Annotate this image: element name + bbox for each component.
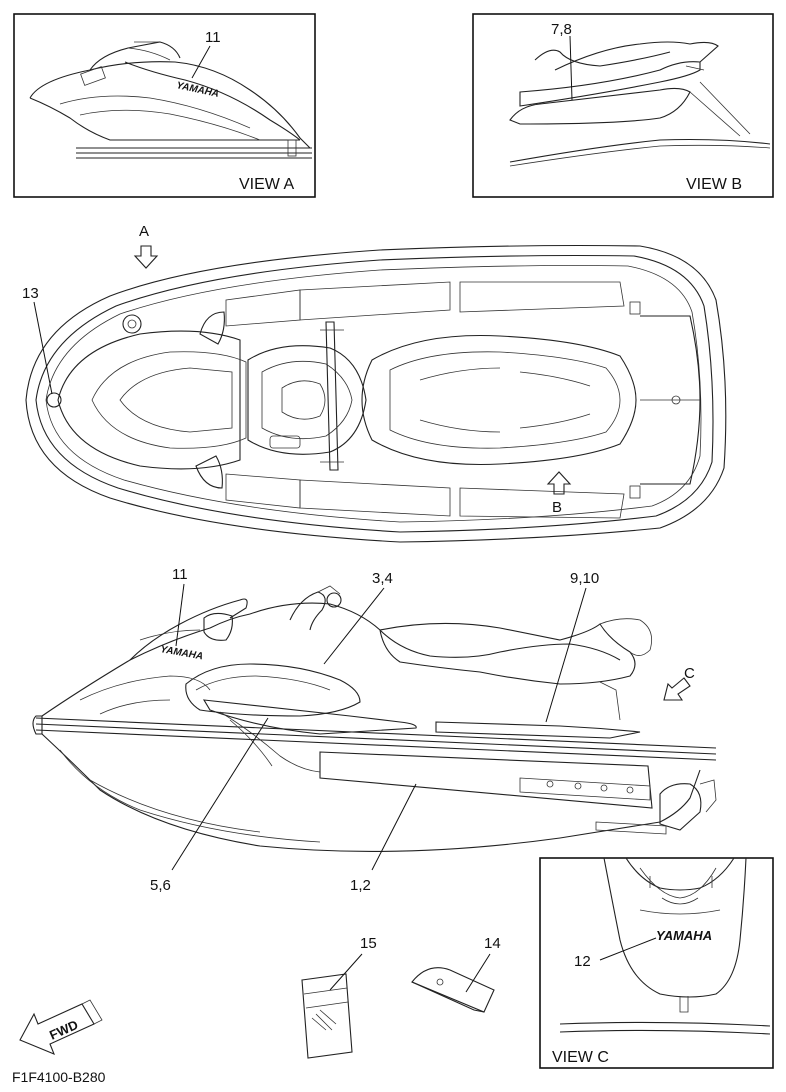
brand-decal-view-a: YAMAHA (175, 80, 220, 100)
fwd-label: FWD (47, 1017, 80, 1043)
view-c-label: VIEW C (552, 1049, 609, 1066)
brand-decal-side-view: YAMAHA (159, 644, 203, 662)
view-c-panel: YAMAHA 12 VIEW C (539, 857, 774, 1069)
callout-1-2: 1,2 (350, 877, 371, 894)
view-a-label: VIEW A (239, 176, 294, 193)
callout-13: 13 (22, 285, 39, 302)
view-a-panel: YAMAHA 11 VIEW A (13, 13, 316, 198)
callout-5-6: 5,6 (150, 877, 171, 894)
callout-11-side: 11 (172, 566, 188, 583)
diagonal-arrow-icon (663, 677, 691, 701)
arrow-c-label: C (684, 665, 695, 682)
callout-12: 12 (574, 953, 591, 970)
callout-7-8-view-b: 7,8 (551, 21, 572, 38)
view-b-label: VIEW B (686, 176, 742, 193)
top-view-watercraft: A (22, 223, 727, 543)
up-arrow-icon (546, 471, 572, 495)
part-15-manual-pouch: 15 (301, 935, 377, 1059)
arrow-a-label: A (139, 223, 149, 240)
arrow-b-label: B (552, 499, 562, 516)
callout-3-4: 3,4 (372, 570, 393, 587)
down-arrow-icon (133, 245, 159, 269)
callout-15: 15 (360, 935, 377, 952)
brand-decal-view-c: YAMAHA (656, 928, 712, 943)
view-b-panel: 7,8 VIEW B (472, 13, 774, 198)
side-view-watercraft: YAMAHA 11 3,4 9,10 5,6 1,2 C (32, 566, 717, 894)
callout-14: 14 (484, 935, 501, 952)
callout-11-view-a: 11 (205, 29, 221, 46)
part-14-key-holder: 14 (411, 935, 501, 1013)
fwd-arrow-icon (19, 1003, 95, 1056)
drawing-code: F1F4100-B280 (12, 1069, 106, 1085)
callout-9-10: 9,10 (570, 570, 599, 587)
fwd-indicator: FWD (19, 999, 103, 1056)
